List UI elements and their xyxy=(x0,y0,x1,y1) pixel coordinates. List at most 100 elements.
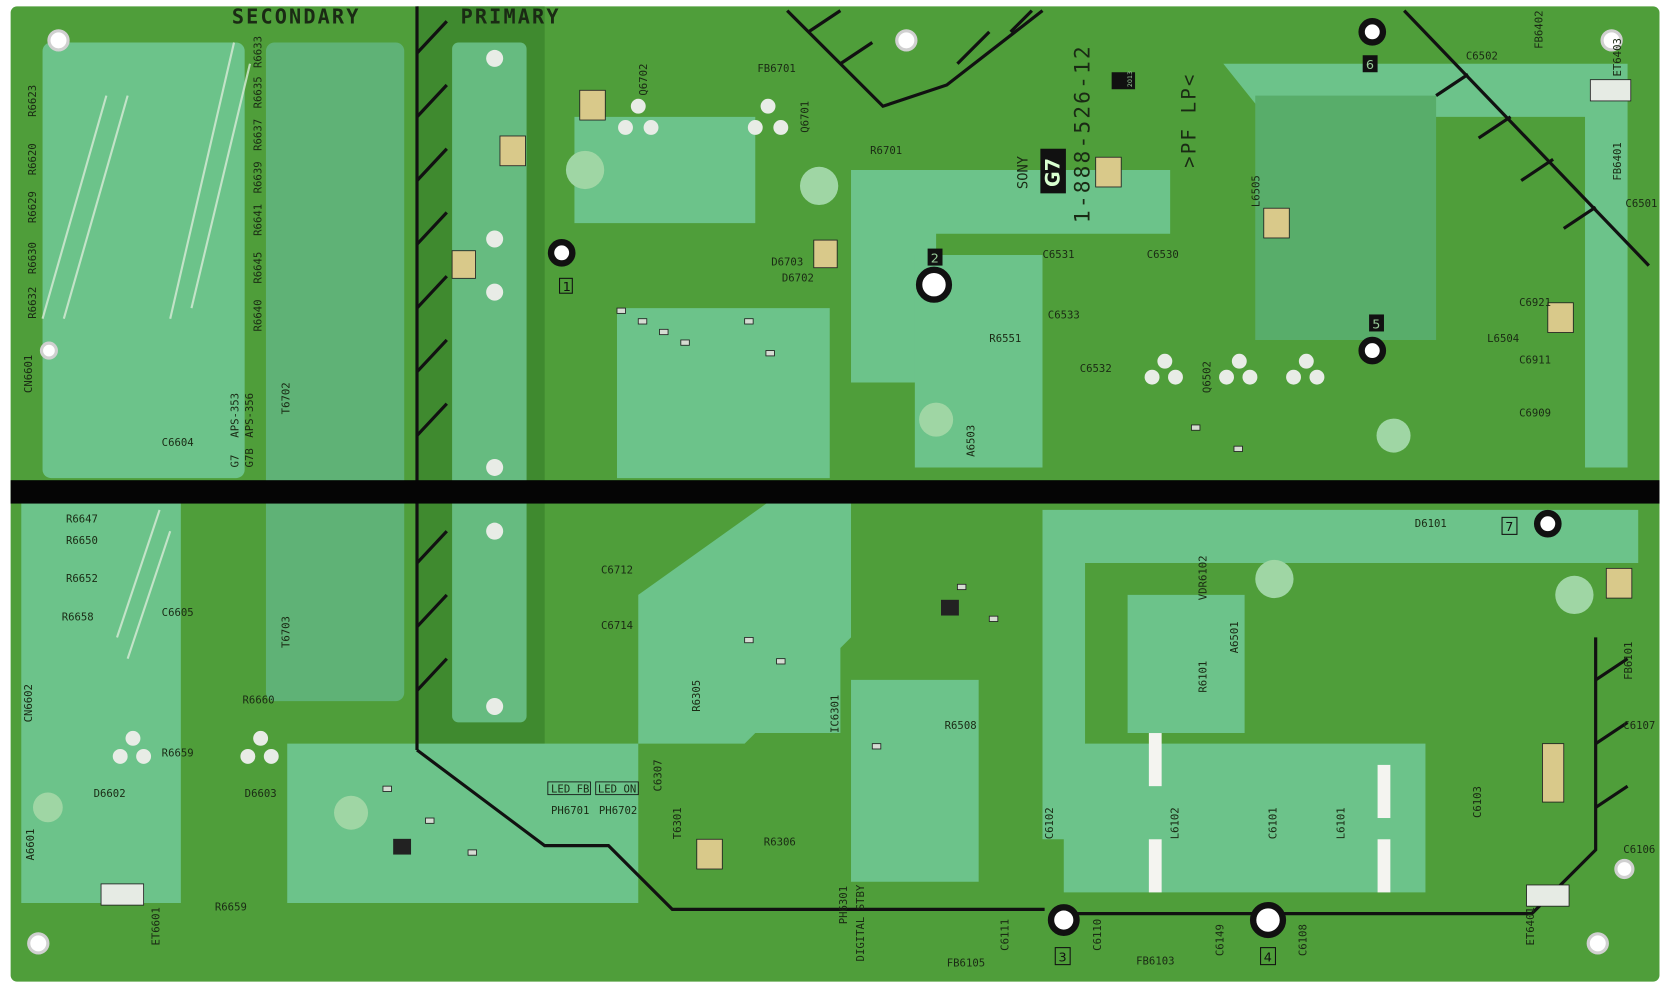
label-a6601: A6601 xyxy=(24,829,37,861)
label-r6641: R6641 xyxy=(252,204,265,236)
label-c6712: C6712 xyxy=(601,564,633,577)
label-c6502: C6502 xyxy=(1466,49,1498,62)
label-g7: G7 xyxy=(228,455,241,468)
label-digital-stby: DIGITAL STBY xyxy=(854,884,867,961)
label-r6660: R6660 xyxy=(243,693,275,706)
label-r6629: R6629 xyxy=(26,191,39,223)
label-c6604: C6604 xyxy=(162,436,194,449)
label-c6921: C6921 xyxy=(1519,296,1551,309)
label-c6532: C6532 xyxy=(1080,362,1112,375)
label-r6620: R6620 xyxy=(26,143,39,175)
label-t6301: T6301 xyxy=(671,807,684,839)
label-q6502: Q6502 xyxy=(1201,361,1214,393)
label-fb6105: FB6105 xyxy=(947,957,985,970)
label-c6501: C6501 xyxy=(1625,197,1657,210)
label-et6403: ET6403 xyxy=(1611,38,1624,76)
marker-7: 7 xyxy=(1505,520,1513,535)
label-cn6601: CN6601 xyxy=(22,355,35,393)
label-fb6401: FB6401 xyxy=(1611,142,1624,180)
label-l6101: L6101 xyxy=(1335,807,1348,839)
year-code: 2013 xyxy=(1126,71,1134,87)
label-fb6101: FB6101 xyxy=(1622,642,1635,680)
marker-2: 2 xyxy=(931,251,939,266)
label-r6645: R6645 xyxy=(252,252,265,284)
label-d6602: D6602 xyxy=(94,787,126,800)
label-a6503: A6503 xyxy=(964,425,977,457)
label-c6605: C6605 xyxy=(162,606,194,619)
label-l6504: L6504 xyxy=(1487,332,1519,345)
label-d6702: D6702 xyxy=(782,272,814,285)
label-c6111: C6111 xyxy=(998,919,1011,951)
label-r6639: R6639 xyxy=(252,161,265,193)
label-r6640: R6640 xyxy=(252,299,265,331)
label-d6603: D6603 xyxy=(245,787,277,800)
label-r6101: R6101 xyxy=(1196,661,1209,693)
label-c6714: C6714 xyxy=(601,619,633,632)
label-c6108: C6108 xyxy=(1296,924,1309,956)
label-r6635: R6635 xyxy=(252,76,265,108)
label-c6307: C6307 xyxy=(652,759,665,791)
label-c6102: C6102 xyxy=(1043,807,1056,839)
black-tape-stripe xyxy=(10,480,1660,504)
label-c6911: C6911 xyxy=(1519,353,1551,366)
label-r6632: R6632 xyxy=(26,287,39,319)
label-a6501: A6501 xyxy=(1228,621,1241,653)
solder-pads xyxy=(32,49,1594,830)
secondary-label: SECONDARY xyxy=(232,4,361,28)
label-aps353: APS-353 xyxy=(228,393,241,438)
label-ph6702: PH6702 xyxy=(599,804,637,817)
label-r6659-a: R6659 xyxy=(162,746,194,759)
label-ic6301: IC6301 xyxy=(828,695,841,733)
label-r6652: R6652 xyxy=(66,572,98,585)
label-et6601: ET6601 xyxy=(150,907,163,945)
label-q6702: Q6702 xyxy=(637,64,650,96)
label-r6658: R6658 xyxy=(62,610,94,623)
label-c6531: C6531 xyxy=(1043,248,1075,261)
label-g7b: G7B xyxy=(243,448,256,467)
label-ph6701: PH6701 xyxy=(551,804,589,817)
material-mark: >PF LP< xyxy=(1178,72,1201,167)
label-fb6402: FB6402 xyxy=(1532,11,1545,49)
label-vdr6102: VDR6102 xyxy=(1196,555,1209,600)
smd-components xyxy=(100,79,1633,907)
label-c6103: C6103 xyxy=(1471,786,1484,818)
sony-g7-logo: G7 2013 SONY 1-888-526-12 >PF LP< xyxy=(1016,44,1201,223)
silk-hatch xyxy=(41,42,252,660)
silkscreen-labels: R6623 R6620 R6629 R6630 R6632 R6640 R664… xyxy=(22,11,1658,970)
label-c6149: C6149 xyxy=(1213,924,1226,956)
part-number: 1-888-526-12 xyxy=(1070,44,1095,223)
label-r6630: R6630 xyxy=(26,242,39,274)
label-c6101: C6101 xyxy=(1267,807,1280,839)
label-r6551: R6551 xyxy=(989,332,1021,345)
label-aps356: APS-356 xyxy=(243,393,256,438)
label-led-on: LED ON xyxy=(598,783,636,796)
label-c6533: C6533 xyxy=(1048,309,1080,322)
label-r6650: R6650 xyxy=(66,534,98,547)
label-c6530: C6530 xyxy=(1147,248,1179,261)
mounting-holes xyxy=(27,18,1635,955)
marker-5: 5 xyxy=(1372,317,1380,332)
label-r6508: R6508 xyxy=(945,719,977,732)
label-r6659: R6659 xyxy=(215,900,247,913)
model-code: G7 xyxy=(1042,158,1065,187)
label-c6110: C6110 xyxy=(1091,919,1104,951)
label-r6701: R6701 xyxy=(870,144,902,157)
label-ph6301: PH6301 xyxy=(837,886,850,924)
label-r6623: R6623 xyxy=(26,85,39,117)
label-r6647: R6647 xyxy=(66,513,98,526)
label-l6505: L6505 xyxy=(1250,175,1263,207)
label-c6106: C6106 xyxy=(1623,843,1655,856)
label-r6633: R6633 xyxy=(252,36,265,68)
label-t6702: T6702 xyxy=(279,382,292,414)
label-l6102: L6102 xyxy=(1169,807,1182,839)
label-d6101: D6101 xyxy=(1415,517,1447,530)
label-q6701: Q6701 xyxy=(798,101,811,133)
label-r6306: R6306 xyxy=(764,836,796,849)
label-c6107: C6107 xyxy=(1623,719,1655,732)
label-led-fb: LED FB xyxy=(551,783,589,796)
label-d6703: D6703 xyxy=(771,256,803,269)
label-et6401: ET6401 xyxy=(1524,907,1537,945)
marker-6: 6 xyxy=(1366,58,1374,73)
marker-3: 3 xyxy=(1058,950,1066,965)
brand-label: SONY xyxy=(1016,155,1032,189)
